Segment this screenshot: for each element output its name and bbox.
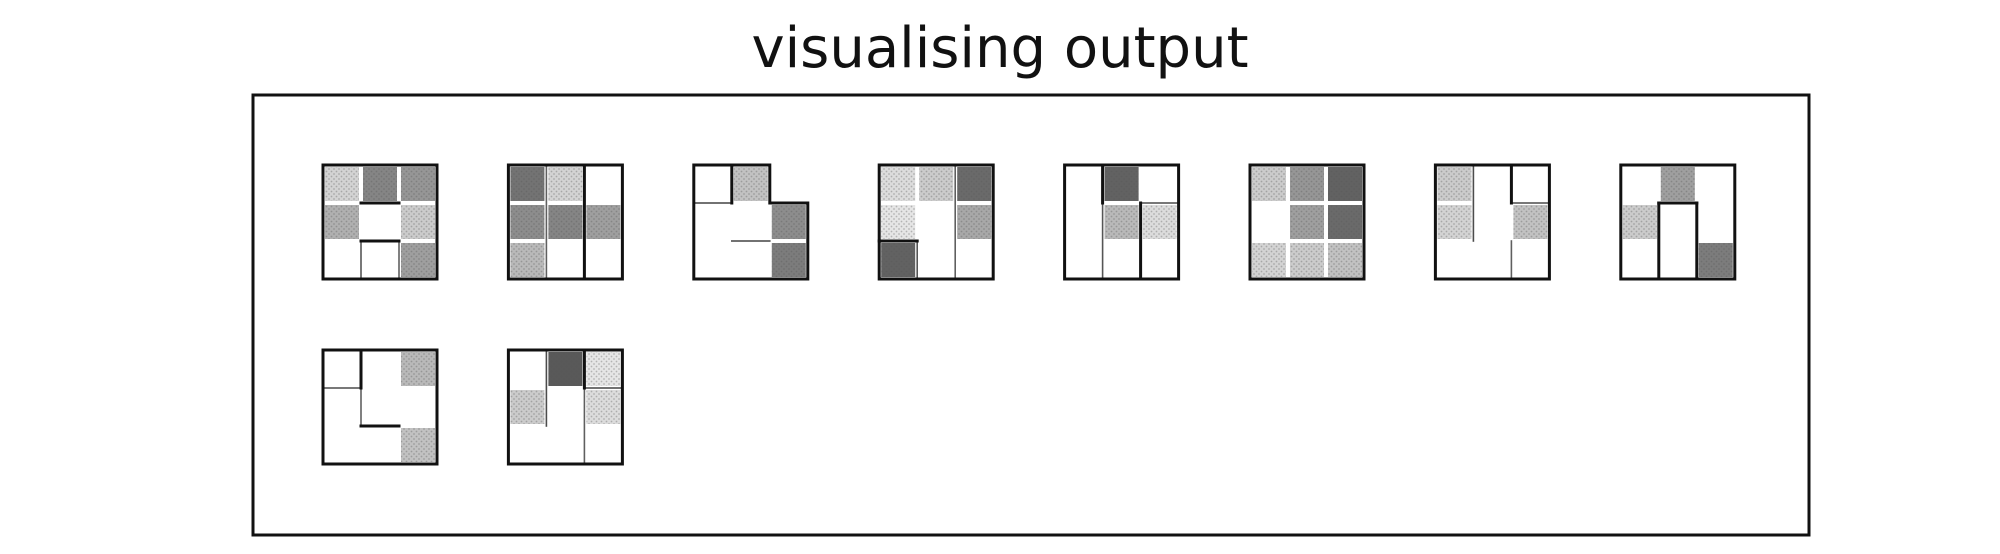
cell-texture <box>1513 205 1548 239</box>
cell-texture <box>1622 205 1657 239</box>
cell-texture <box>510 243 545 277</box>
puzzle-panel <box>877 163 995 281</box>
cell-texture <box>510 167 545 201</box>
cell-texture <box>510 205 545 239</box>
cell-texture <box>1252 243 1286 277</box>
cell-texture <box>1698 243 1733 277</box>
cell-texture <box>1104 205 1139 239</box>
cell-texture <box>771 205 806 239</box>
page-title: visualising output <box>751 16 1249 81</box>
cell-texture <box>548 205 583 239</box>
cell-texture <box>881 167 916 201</box>
cell-texture <box>401 205 435 239</box>
panel-border <box>1619 163 1737 281</box>
cell-texture <box>401 352 435 386</box>
cell-texture <box>1437 205 1472 239</box>
cell-texture <box>957 205 992 239</box>
cell-texture <box>919 167 954 201</box>
cell-texture <box>771 243 806 277</box>
puzzle-panel <box>321 348 439 466</box>
cell-texture <box>1328 205 1362 239</box>
cell-texture <box>401 428 435 462</box>
panel-border <box>1248 163 1366 281</box>
puzzle-panel <box>1619 163 1737 281</box>
cell-texture <box>401 167 435 201</box>
cell-texture <box>1437 167 1472 201</box>
cell-texture <box>510 390 545 424</box>
cell-texture <box>957 167 992 201</box>
cell-texture <box>1660 167 1695 201</box>
cell-texture <box>1328 167 1362 201</box>
cell-texture <box>1290 243 1324 277</box>
puzzle-panel <box>506 163 624 281</box>
cell-texture <box>1252 167 1286 201</box>
cell-texture <box>1290 205 1324 239</box>
cell-texture <box>401 243 435 277</box>
cell-texture <box>548 352 583 386</box>
puzzle-panel <box>1248 163 1366 281</box>
cell-texture <box>1142 205 1177 239</box>
puzzle-panel <box>506 348 624 466</box>
panels-group <box>321 163 1737 466</box>
panel-border <box>692 163 810 281</box>
cell-texture <box>1328 243 1362 277</box>
cell-texture <box>548 167 583 201</box>
cell-texture <box>586 390 621 424</box>
panel-border <box>1063 163 1181 281</box>
cell-texture <box>325 205 359 239</box>
cell-texture <box>586 205 621 239</box>
cell-texture <box>1290 167 1324 201</box>
figure-frame <box>251 93 1811 537</box>
cell-texture <box>881 243 916 277</box>
puzzle-panel <box>321 163 439 281</box>
panel-border <box>321 348 439 466</box>
cell-texture <box>363 167 397 201</box>
puzzle-panel <box>1433 163 1551 281</box>
cell-texture <box>733 167 768 201</box>
cell-texture <box>881 205 916 239</box>
puzzle-panel <box>692 163 810 281</box>
puzzle-panel <box>1063 163 1181 281</box>
cell-texture <box>586 352 621 386</box>
cell-texture <box>1104 167 1139 201</box>
cell-texture <box>325 167 359 201</box>
